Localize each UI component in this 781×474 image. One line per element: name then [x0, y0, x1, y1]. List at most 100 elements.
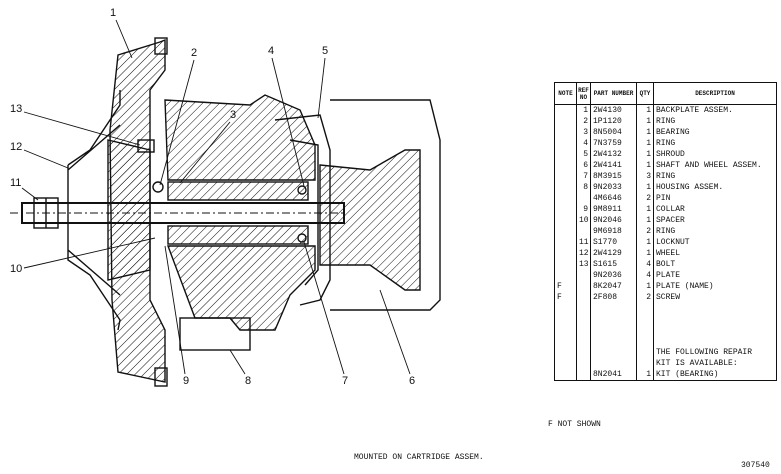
cell-part: 1P1120 — [590, 116, 637, 127]
callout-9: 9 — [183, 375, 189, 387]
cell-qty: 1 — [636, 149, 654, 160]
cell-qty: 1 — [636, 182, 654, 193]
cell-part: 9N2033 — [590, 182, 637, 193]
cell-desc: SHAFT AND WHEEL ASSEM. — [653, 160, 777, 171]
cell-part: 4M6646 — [590, 193, 637, 204]
cell-part: 9M6918 — [590, 226, 637, 237]
cell-desc — [653, 325, 777, 336]
cell-part: 8K2047 — [590, 281, 637, 292]
cell-part: S1615 — [590, 259, 637, 270]
cell-note — [554, 171, 577, 182]
center-housing — [164, 94, 316, 181]
callout-4: 4 — [268, 45, 274, 57]
cell-desc: RING — [653, 138, 777, 149]
cell-note — [554, 182, 577, 193]
callout-11: 11 — [10, 177, 21, 189]
cell-part: 9N2046 — [590, 215, 637, 226]
callout-6: 6 — [409, 375, 415, 387]
cell-note — [554, 303, 577, 314]
leader-9 — [164, 245, 186, 375]
cell-ref — [576, 314, 591, 325]
cell-qty — [636, 347, 654, 358]
compressor-wheel-hub — [107, 139, 151, 281]
cell-desc: BACKPLATE ASSEM. — [653, 104, 777, 116]
cell-ref — [576, 325, 591, 336]
cell-part: 2F808 — [590, 292, 637, 303]
cell-part: 2W4129 — [590, 248, 637, 259]
cell-note — [554, 116, 577, 127]
cell-desc: COLLAR — [653, 204, 777, 215]
callout-5: 5 — [322, 45, 328, 57]
cell-part — [590, 325, 637, 336]
shroud-inner — [289, 139, 319, 286]
cell-ref: 12 — [576, 248, 591, 259]
callout-10: 10 — [10, 263, 22, 275]
table-row — [554, 303, 777, 314]
cell-qty: 4 — [636, 270, 654, 281]
header-description: DESCRIPTION — [653, 82, 777, 105]
cell-note — [554, 160, 577, 171]
cell-ref — [576, 347, 591, 358]
parts-table-header: NOTE REF NO PART NUMBER QTY DESCRIPTION — [554, 82, 777, 105]
backplate-flange-bottom — [154, 367, 168, 387]
cell-desc: KIT IS AVAILABLE: — [653, 358, 777, 369]
leader-7 — [303, 241, 345, 375]
cell-note — [554, 259, 577, 270]
ring-2 — [152, 181, 164, 193]
cell-qty: 1 — [636, 215, 654, 226]
cell-ref — [576, 358, 591, 369]
header-note: NOTE — [554, 82, 577, 105]
callout-2: 2 — [191, 47, 197, 59]
cell-part: 8N5004 — [590, 127, 637, 138]
cell-qty: 1 — [636, 104, 654, 116]
cell-note — [554, 325, 577, 336]
bearing-lower — [167, 225, 309, 245]
cell-note: F — [554, 292, 577, 303]
table-row: KIT IS AVAILABLE: — [554, 358, 777, 369]
cell-desc: WHEEL — [653, 248, 777, 259]
parts-list-table: NOTE REF NO PART NUMBER QTY DESCRIPTION … — [554, 82, 777, 381]
cell-qty: 1 — [636, 138, 654, 149]
cell-desc: LOCKNUT — [653, 237, 777, 248]
cell-part: 2W4141 — [590, 160, 637, 171]
cell-part: 8N2041 — [590, 369, 637, 381]
cell-part: 7N3759 — [590, 138, 637, 149]
cell-desc — [653, 303, 777, 314]
leader-13 — [23, 111, 141, 146]
table-row — [554, 336, 777, 347]
cell-ref: 7 — [576, 171, 591, 182]
cell-ref — [576, 193, 591, 204]
cell-note — [554, 358, 577, 369]
cell-note — [554, 204, 577, 215]
leader-11 — [21, 187, 39, 201]
cell-ref: 3 — [576, 127, 591, 138]
housing-base — [179, 317, 251, 351]
callout-7: 7 — [342, 375, 348, 387]
leader-1 — [115, 19, 133, 59]
cell-qty: 1 — [636, 204, 654, 215]
ring-7 — [297, 233, 307, 243]
cell-desc: PLATE (NAME) — [653, 281, 777, 292]
header-ref-no: REF NO — [576, 82, 591, 105]
cell-desc: HOUSING ASSEM. — [653, 182, 777, 193]
cell-qty: 2 — [636, 193, 654, 204]
leader-6 — [379, 289, 411, 375]
cell-desc: RING — [653, 116, 777, 127]
cell-ref: 9 — [576, 204, 591, 215]
cell-part: 9M8911 — [590, 204, 637, 215]
cell-part — [590, 347, 637, 358]
cell-desc: PIN — [653, 193, 777, 204]
cell-note — [554, 138, 577, 149]
cell-ref — [576, 303, 591, 314]
